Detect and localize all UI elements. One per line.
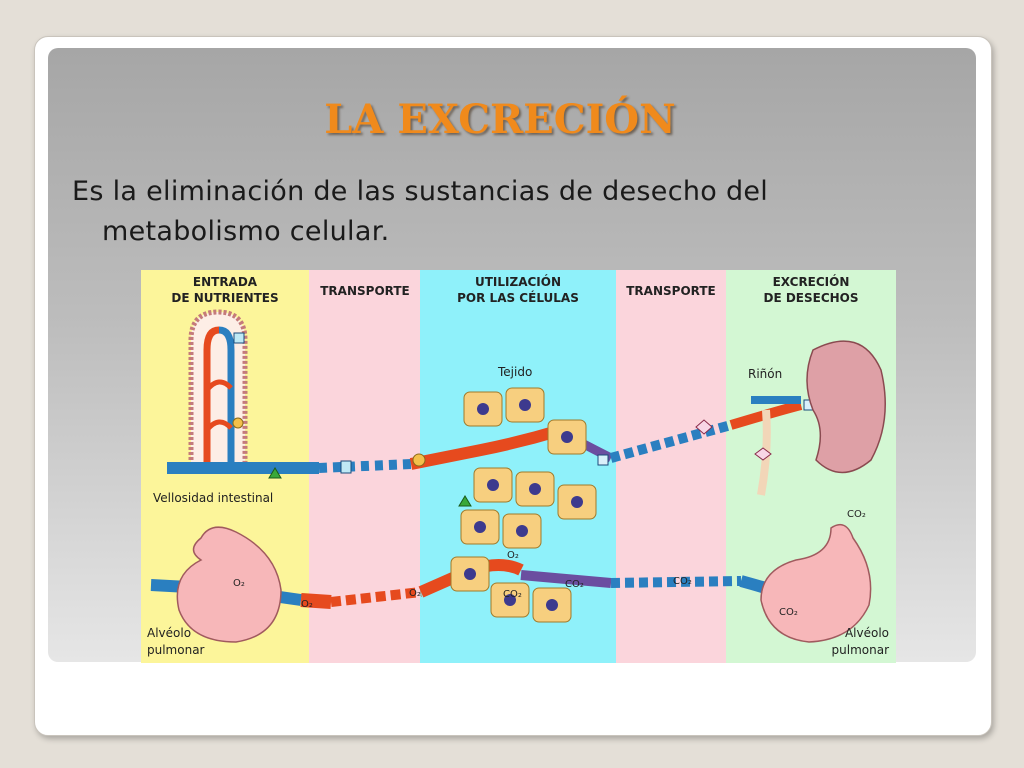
col-bg-transporte-2: [616, 270, 726, 663]
header-utilizacion-2: POR LAS CÉLULAS: [457, 290, 579, 305]
header-entrada-2: DE NUTRIENTES: [171, 291, 278, 305]
label-co2-alveolo: CO₂: [779, 607, 798, 618]
excretion-diagram: ENTRADA DE NUTRIENTES TRANSPORTE UTILIZA…: [141, 270, 896, 663]
kidney: [806, 340, 886, 474]
label-alveolo-left-2: pulmonar: [147, 643, 205, 657]
header-transporte-1: TRANSPORTE: [320, 284, 409, 298]
label-alveolo-left-1: Alvéolo: [147, 626, 191, 640]
intestinal-villus: [188, 309, 248, 468]
slide-body-text: Es la eliminación de las sustancias de d…: [72, 172, 962, 252]
alveolus-right: [760, 523, 872, 643]
header-excrecion-2: DE DESECHOS: [763, 291, 858, 305]
alveolus-left: [176, 526, 282, 643]
label-co2-right: CO₂: [847, 509, 866, 520]
tissue-cells: [450, 387, 597, 623]
label-co2-tissue: CO₂: [503, 589, 522, 600]
header-excrecion-1: EXCRECIÓN: [773, 274, 850, 289]
label-vellosidad: Vellosidad intestinal: [153, 491, 273, 505]
label-alveolo-right-2: pulmonar: [832, 643, 890, 657]
slide-title: LA EXCRECIÓN: [324, 96, 676, 143]
diagram-svg: ENTRADA DE NUTRIENTES TRANSPORTE UTILIZA…: [141, 270, 896, 663]
label-o2-alveolo: O₂: [233, 578, 245, 589]
header-transporte-2: TRANSPORTE: [626, 284, 715, 298]
label-o2-mid: O₂: [409, 588, 421, 599]
label-co2-transport: CO₂: [673, 576, 692, 587]
label-tejido: Tejido: [497, 365, 532, 379]
label-co2-mid: CO₂: [565, 579, 584, 590]
header-utilizacion-1: UTILIZACIÓN: [475, 274, 561, 289]
body-line-1: Es la eliminación de las sustancias de d…: [72, 176, 769, 207]
header-entrada-1: ENTRADA: [193, 275, 258, 289]
label-rinon: Riñón: [748, 367, 782, 381]
label-o2-tissue: O₂: [507, 550, 519, 561]
body-line-2: metabolismo celular.: [102, 216, 390, 247]
label-o2-out: O₂: [301, 599, 313, 610]
label-alveolo-right-1: Alvéolo: [845, 626, 889, 640]
